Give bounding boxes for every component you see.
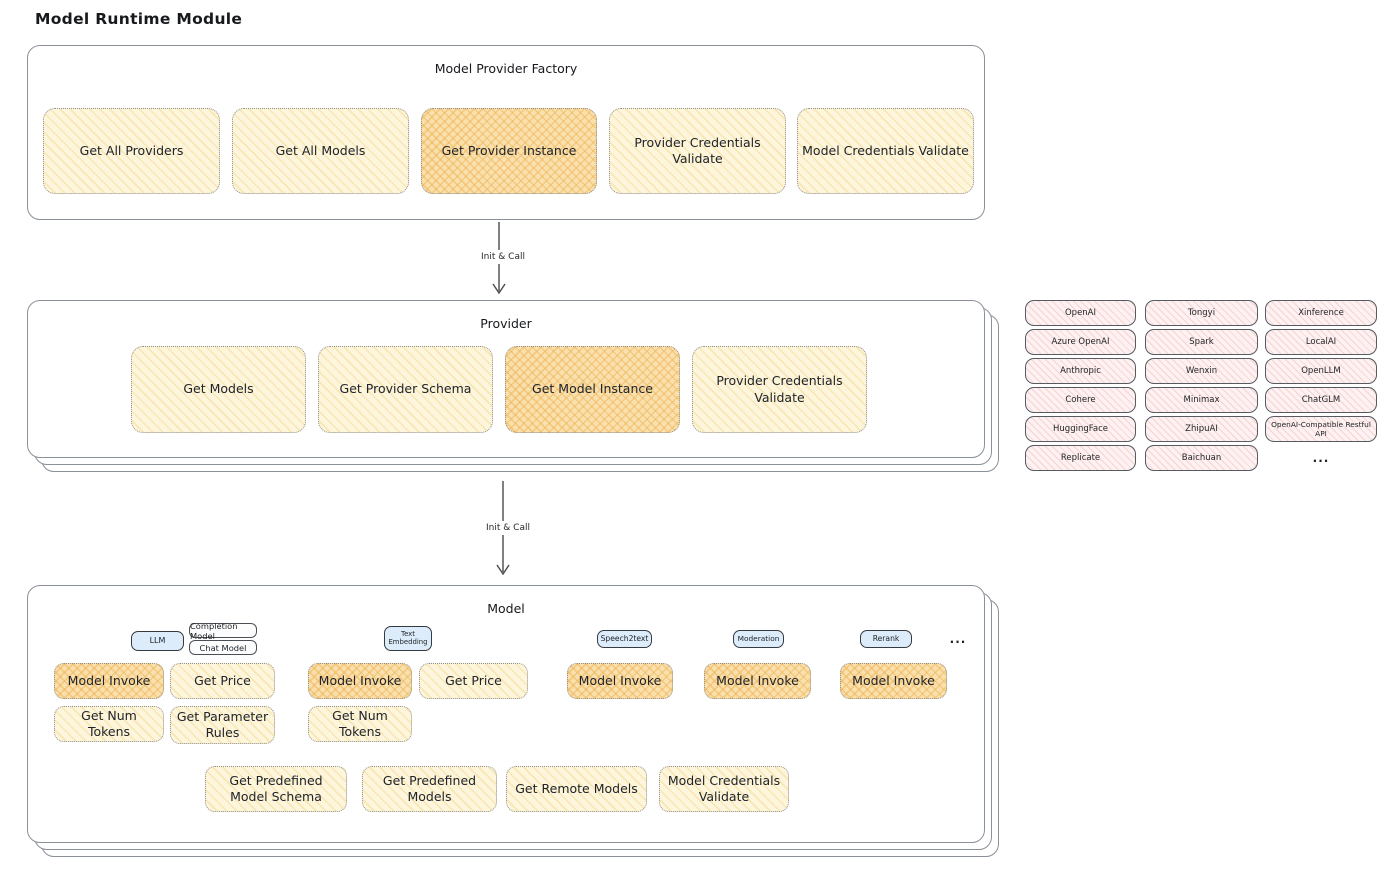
- provider-chip-anthropic: Anthropic: [1025, 358, 1136, 384]
- provider-panel: Provider Get Models Get Provider Schema …: [27, 300, 999, 472]
- tag-rerank: Rerank: [860, 630, 912, 648]
- provider-chip-openai-compatible: OpenAI-Compatible Restful API: [1265, 416, 1377, 442]
- llm-get-parameter-rules: Get Parameter Rules: [170, 706, 275, 744]
- model-panel: Model LLM Completion Model Chat Model Te…: [27, 585, 999, 857]
- text-embedding-get-price: Get Price: [419, 663, 528, 699]
- tag-speech2text: Speech2text: [597, 630, 652, 648]
- rerank-model-invoke: Model Invoke: [840, 663, 947, 699]
- factory-item-get-all-providers: Get All Providers: [43, 108, 220, 194]
- model-get-remote-models: Get Remote Models: [506, 766, 647, 812]
- llm-model-invoke: Model Invoke: [54, 663, 164, 699]
- factory-item-get-all-models: Get All Models: [232, 108, 409, 194]
- text-embedding-get-num-tokens: Get Num Tokens: [308, 706, 412, 742]
- factory-item-provider-credentials-validate: Provider Credentials Validate: [609, 108, 786, 194]
- tag-moderation: Moderation: [733, 630, 784, 648]
- tag-chat-model: Chat Model: [189, 640, 257, 655]
- provider-chip-cohere: Cohere: [1025, 387, 1136, 413]
- provider-chip-huggingface: HuggingFace: [1025, 416, 1136, 442]
- provider-chip-minimax: Minimax: [1145, 387, 1258, 413]
- model-tags-more-ellipsis: ...: [949, 632, 967, 646]
- provider-title: Provider: [480, 316, 532, 331]
- provider-chip-xinference: Xinference: [1265, 300, 1377, 326]
- provider-panel-border: Provider Get Models Get Provider Schema …: [27, 300, 985, 458]
- provider-item-get-provider-schema: Get Provider Schema: [318, 346, 493, 433]
- tag-text-embedding: Text Embedding: [384, 626, 432, 651]
- provider-chip-localai: LocalAI: [1265, 329, 1377, 355]
- arrow2-label: Init & Call: [470, 521, 546, 535]
- providers-more-ellipsis: ...: [1312, 451, 1330, 465]
- provider-item-get-models: Get Models: [131, 346, 306, 433]
- model-get-predefined-models: Get Predefined Models: [362, 766, 497, 812]
- speech2text-model-invoke: Model Invoke: [567, 663, 673, 699]
- provider-chip-openai: OpenAI: [1025, 300, 1136, 326]
- factory-item-get-provider-instance: Get Provider Instance: [421, 108, 597, 194]
- factory-panel-border: Model Provider Factory Get All Providers…: [27, 45, 985, 220]
- provider-chip-wenxin: Wenxin: [1145, 358, 1258, 384]
- text-embedding-model-invoke: Model Invoke: [308, 663, 412, 699]
- provider-item-get-model-instance: Get Model Instance: [505, 346, 680, 433]
- provider-chip-baichuan: Baichuan: [1145, 445, 1258, 471]
- tag-llm: LLM: [131, 631, 184, 651]
- provider-chip-tongyi: Tongyi: [1145, 300, 1258, 326]
- factory-title: Model Provider Factory: [434, 61, 578, 76]
- factory-panel: Model Provider Factory Get All Providers…: [27, 45, 985, 220]
- provider-chip-replicate: Replicate: [1025, 445, 1136, 471]
- provider-item-provider-credentials-validate: Provider Credentials Validate: [692, 346, 867, 433]
- factory-item-model-credentials-validate: Model Credentials Validate: [797, 108, 974, 194]
- page-title: Model Runtime Module: [35, 10, 243, 28]
- providers-grid: OpenAI Azure OpenAI Anthropic Cohere Hug…: [1025, 300, 1377, 472]
- moderation-model-invoke: Model Invoke: [704, 663, 811, 699]
- llm-get-price: Get Price: [170, 663, 275, 699]
- arrow1-label: Init & Call: [465, 250, 541, 264]
- llm-get-num-tokens: Get Num Tokens: [54, 706, 164, 742]
- provider-chip-spark: Spark: [1145, 329, 1258, 355]
- provider-chip-azure-openai: Azure OpenAI: [1025, 329, 1136, 355]
- tag-completion-model: Completion Model: [189, 621, 257, 641]
- model-get-predefined-model-schema: Get Predefined Model Schema: [205, 766, 347, 812]
- provider-chip-zhipuai: ZhipuAI: [1145, 416, 1258, 442]
- provider-chip-openllm: OpenLLM: [1265, 358, 1377, 384]
- model-model-credentials-validate: Model Credentials Validate: [659, 766, 789, 812]
- provider-chip-chatglm: ChatGLM: [1265, 387, 1377, 413]
- model-panel-border: Model LLM Completion Model Chat Model Te…: [27, 585, 985, 843]
- model-title: Model: [487, 601, 525, 616]
